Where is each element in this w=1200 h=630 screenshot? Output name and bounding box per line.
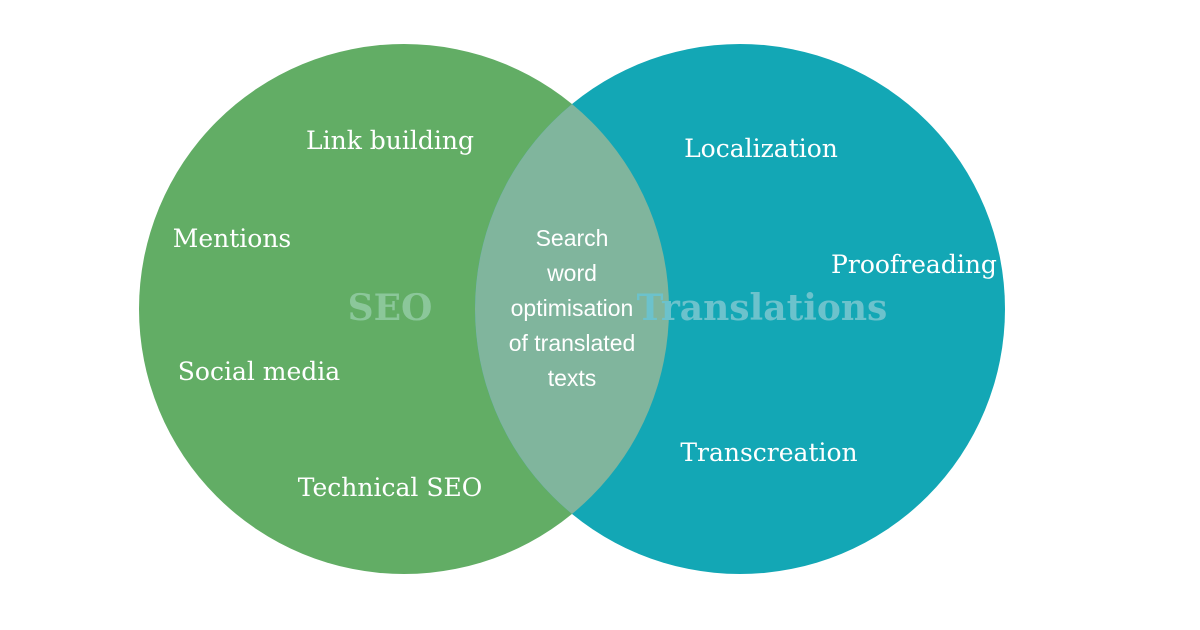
seo-item-link-building: Link building — [306, 126, 474, 155]
translations-item-localization: Localization — [684, 134, 838, 163]
overlap-line: texts — [548, 365, 597, 391]
overlap-line: Search — [536, 225, 609, 251]
seo-title: SEO — [348, 287, 433, 329]
overlap-line: of translated — [509, 330, 636, 356]
translations-item-proofreading: Proofreading — [831, 250, 997, 279]
overlap-line: word — [546, 260, 597, 286]
seo-item-social-media: Social media — [178, 357, 341, 386]
translations-item-transcreation: Transcreation — [680, 438, 857, 467]
translations-title: Translations — [637, 287, 888, 329]
seo-item-technical-seo: Technical SEO — [298, 473, 482, 502]
seo-item-mentions: Mentions — [173, 224, 292, 253]
overlap-region — [475, 44, 669, 574]
overlap-line: optimisation — [511, 295, 634, 321]
